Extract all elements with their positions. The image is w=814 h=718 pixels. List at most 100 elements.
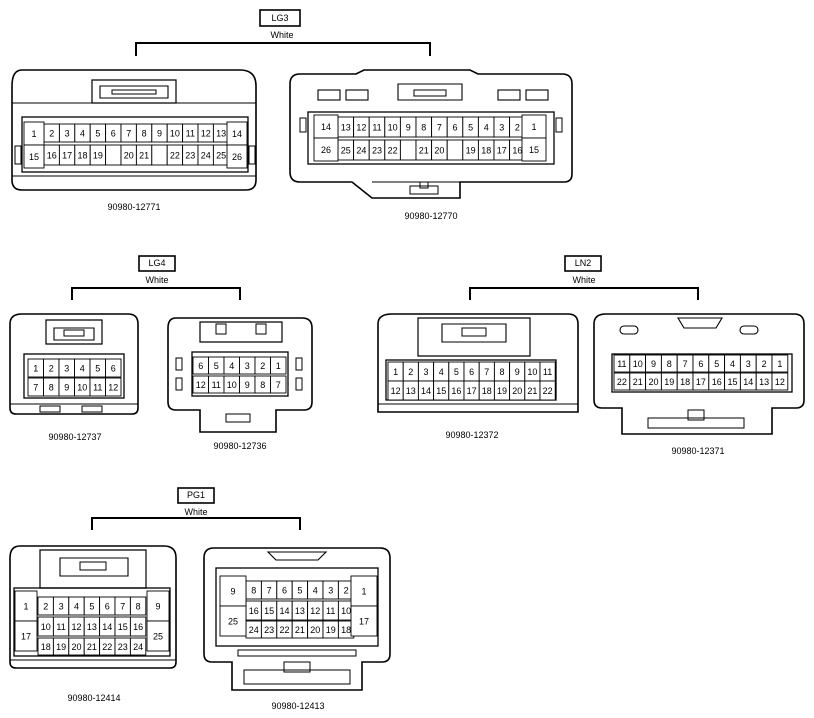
connector-90980-12413-body <box>203 547 391 691</box>
pin-c3-top-4: 5 <box>95 364 100 374</box>
pin-c1-top-0: 2 <box>49 129 54 139</box>
pin-c1-top-9: 11 <box>186 129 195 139</box>
pin-c8-mid-1: 15 <box>264 606 274 616</box>
part-number-c8: 90980-12413 <box>271 701 324 711</box>
pin-c1-top-1: 3 <box>65 129 70 139</box>
pin-c5-top-0: 1 <box>393 367 398 377</box>
pin-c6-top-7: 4 <box>730 359 735 369</box>
pin-c2-top-5: 8 <box>421 123 426 133</box>
group-ln2 <box>469 255 699 300</box>
pin-c1-top-2: 4 <box>80 129 85 139</box>
group-lg3-color: White <box>270 30 293 40</box>
pin-c5-bottom-4: 16 <box>451 386 461 396</box>
group-ln2-name: LN2 <box>575 258 592 268</box>
pin-c4-top-4: 2 <box>260 361 265 371</box>
pin-c8-left-1-cell <box>219 605 247 637</box>
pin-c2-right-1-cell <box>521 137 547 162</box>
pin-c1-left-0: 1 <box>31 129 36 139</box>
pin-c2-left-1: 26 <box>321 145 331 155</box>
pin-c1-bottom-5: 20 <box>124 151 134 161</box>
pin-c6-top-5: 6 <box>698 359 703 369</box>
pin-c5-bottom-2: 14 <box>421 386 431 396</box>
pin-c8-left-1: 25 <box>228 617 238 627</box>
pin-c7-right-1-cell <box>146 620 170 652</box>
pin-c7-mid-3: 13 <box>87 622 97 632</box>
pin-c5-bottom-7: 19 <box>497 386 507 396</box>
pin-c2-top-4: 9 <box>406 123 411 133</box>
pin-c7-mid-5: 15 <box>118 622 128 632</box>
pin-c2-top-1: 12 <box>356 123 366 133</box>
pin-c1-bottom-8: 22 <box>170 151 180 161</box>
pin-c1-right-0: 14 <box>232 129 242 139</box>
pin-c3-bottom-3: 10 <box>77 383 87 393</box>
group-ln2-name-box <box>564 255 602 272</box>
part-number-c7: 90980-12414 <box>67 693 120 703</box>
pin-c8-top-6: 2 <box>344 586 349 596</box>
pin-c1-bottom-6: 21 <box>139 151 149 161</box>
pin-c8-bottom-1: 23 <box>264 625 274 635</box>
pin-c7-bottom-3: 21 <box>87 642 97 652</box>
pin-c4-top-3: 3 <box>245 361 250 371</box>
pin-c6-bottom-10-cell <box>771 372 789 391</box>
pin-c8-bottom-2: 22 <box>279 625 289 635</box>
pin-c5-top-9: 10 <box>527 367 537 377</box>
connector-90980-12737-body <box>9 313 139 415</box>
pin-c2-top-6: 7 <box>437 123 442 133</box>
pin-c1-bottom-2: 18 <box>77 151 87 161</box>
pin-c3-bottom-2: 9 <box>64 383 69 393</box>
pin-c7-mid-0: 10 <box>41 622 51 632</box>
pin-c8-top-4: 4 <box>313 586 318 596</box>
pin-c6-top-2: 9 <box>651 359 656 369</box>
group-lg4-name-box <box>138 255 176 272</box>
pin-c8-left-0-cell <box>219 575 247 607</box>
pin-c2-right-1: 15 <box>529 145 539 155</box>
pin-c4-bottom-4: 8 <box>260 380 265 390</box>
pin-c3-top-3: 4 <box>80 364 85 374</box>
pin-c7-left-0: 1 <box>23 602 28 612</box>
pin-c6-top-8: 3 <box>746 359 751 369</box>
pin-c1-bottom-9: 23 <box>185 151 195 161</box>
pin-c7-bottom-4: 22 <box>102 642 112 652</box>
pin-c1-top-4: 6 <box>111 129 116 139</box>
pin-c5-top-2: 3 <box>423 367 428 377</box>
pin-c2-left-1-cell <box>313 137 339 162</box>
pin-c5-bottom-6: 18 <box>482 386 492 396</box>
pin-c1-bottom-3: 19 <box>93 151 103 161</box>
pin-c2-bottom-3: 22 <box>388 146 398 156</box>
pin-c2-top-8: 5 <box>468 123 473 133</box>
pin-c8-right-0: 1 <box>361 587 366 597</box>
pin-c8-right-1: 17 <box>359 617 369 627</box>
pin-c2-bottom-11: 16 <box>512 146 522 156</box>
pin-c7-bottom-5: 23 <box>118 642 128 652</box>
pin-c2-right-0: 1 <box>531 122 536 132</box>
part-number-c2: 90980-12770 <box>404 211 457 221</box>
pin-c2-bottom-8: 19 <box>466 146 476 156</box>
pin-c2-bottom-4-cell <box>399 139 417 161</box>
connector-90980-12771-body <box>11 69 257 191</box>
pin-c2-bottom-0: 25 <box>341 146 351 156</box>
pin-c4-bottom-3: 9 <box>245 380 250 390</box>
group-lg4-bracket <box>71 287 241 300</box>
pin-c6-bottom-6: 16 <box>712 377 722 387</box>
pin-c7-top-6-cell <box>129 596 147 616</box>
pin-c4-bottom-5-cell <box>270 375 287 394</box>
part-number-c3: 90980-12737 <box>48 432 101 442</box>
pin-c1-bottom-4-cell <box>105 144 122 166</box>
pin-c5-bottom-8: 20 <box>512 386 522 396</box>
pin-c8-left-0: 9 <box>230 587 235 597</box>
pin-c4-bottom-2: 10 <box>227 380 237 390</box>
part-number-c5: 90980-12372 <box>445 430 498 440</box>
pin-c7-bottom-1: 19 <box>56 642 66 652</box>
pin-c1-right-1: 26 <box>232 152 242 162</box>
pin-c1-bottom-0: 16 <box>47 151 57 161</box>
pin-c3-bottom-0: 7 <box>33 383 38 393</box>
pin-c1-bottom-7-cell <box>151 144 168 166</box>
connector-90980-12371-body <box>593 313 805 435</box>
pin-c5-bottom-10: 22 <box>543 386 553 396</box>
pin-c4-bottom-5: 7 <box>276 380 281 390</box>
pin-c7-left-1-cell <box>14 620 38 652</box>
pin-c7-mid-1: 11 <box>56 622 65 632</box>
group-lg3 <box>135 9 431 56</box>
group-lg4-color: White <box>145 275 168 285</box>
pin-c2-top-2: 11 <box>372 123 381 133</box>
